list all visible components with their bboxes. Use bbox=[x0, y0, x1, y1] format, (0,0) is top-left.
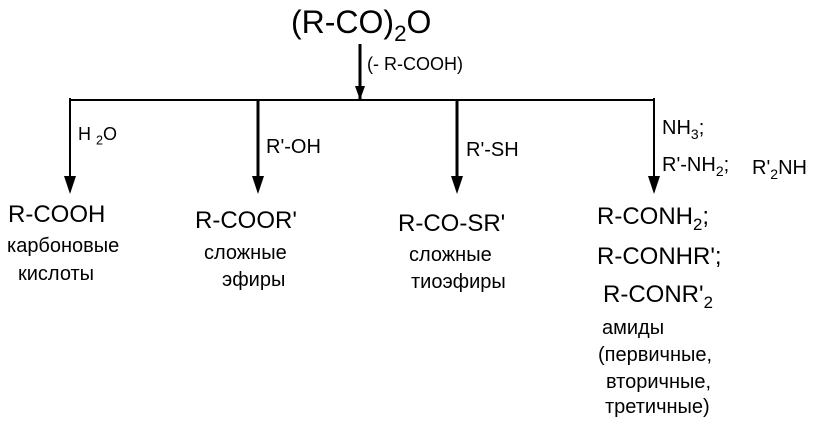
class-line: карбоновые bbox=[7, 235, 120, 257]
class-line: амиды bbox=[602, 317, 665, 339]
product-thioester: R-CO-SR' bbox=[398, 210, 506, 237]
class-line: третичные) bbox=[605, 396, 710, 418]
product-carboxylic-acid: R-COOH bbox=[8, 201, 106, 228]
product-ester: R-COOR' bbox=[195, 207, 297, 234]
class-line: сложные bbox=[409, 244, 492, 266]
class-line: вторичные, bbox=[606, 371, 712, 393]
reagent-primary-amine: R'-NH2; bbox=[662, 154, 730, 179]
class-line: эфиры bbox=[222, 269, 286, 291]
anhydride-formula: (R-CO)2O bbox=[291, 4, 432, 46]
product-primary-amide: R-CONH2; bbox=[597, 203, 710, 234]
class-line: сложные bbox=[204, 242, 287, 264]
byproduct-label: (- R-COOH) bbox=[367, 54, 463, 74]
reagent-secondary-amine: R'2NH bbox=[752, 157, 807, 182]
reagent-alcohol: R'-OH bbox=[266, 136, 321, 158]
reagent-water: H 2O bbox=[78, 124, 118, 148]
product-secondary-amide: R-CONHR'; bbox=[597, 243, 722, 270]
product-tertiary-amide: R-CONR'2 bbox=[603, 281, 713, 312]
class-line: тиоэфиры bbox=[411, 271, 506, 293]
reagent-thiol: R'-SH bbox=[466, 139, 519, 161]
main-arrowhead bbox=[355, 86, 365, 100]
reagent-ammonia: NH3; bbox=[662, 117, 705, 142]
class-line: (первичные, bbox=[598, 344, 713, 366]
class-line: кислоты bbox=[18, 263, 95, 285]
